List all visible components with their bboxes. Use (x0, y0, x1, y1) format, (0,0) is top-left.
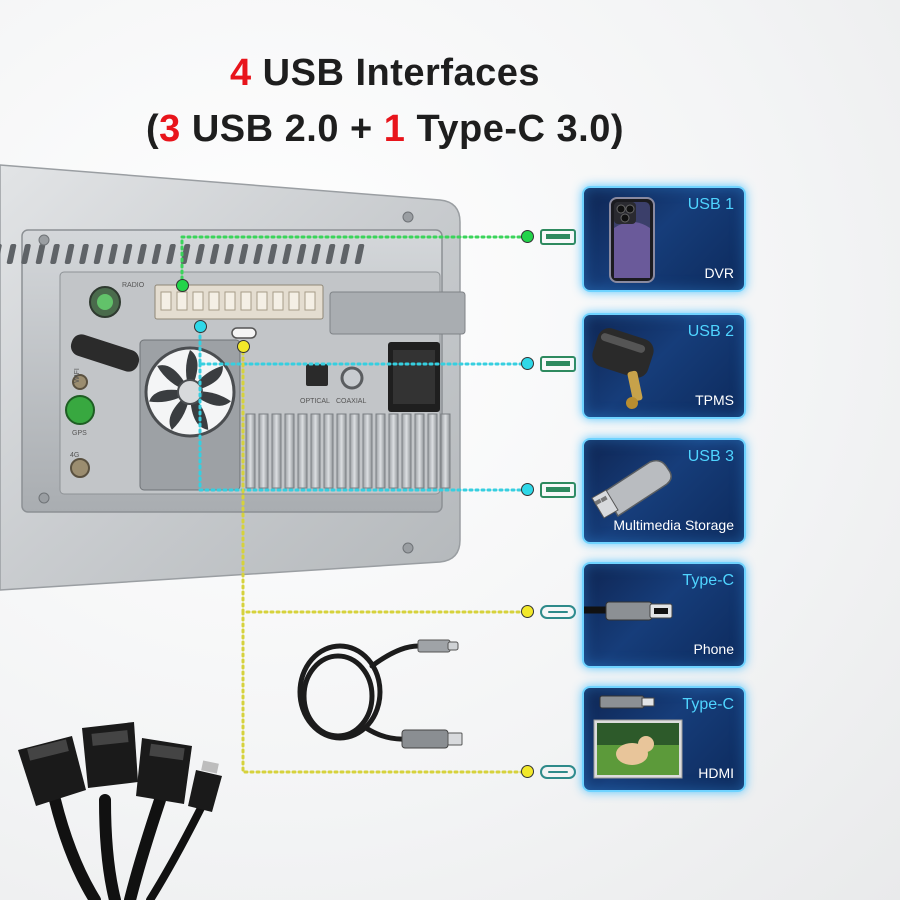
usb-female-connectors (18, 722, 222, 812)
title-text: USB Interfaces (251, 52, 541, 94)
usb2-end-dot (521, 357, 534, 370)
optical-label: OPTICAL (300, 398, 330, 405)
typec-hdmi-end-dot (521, 765, 534, 778)
card-title: USB 1 (687, 196, 734, 213)
usb-extension-harness (49, 794, 209, 900)
usb3-end-dot (521, 483, 534, 496)
card-label: Phone (693, 641, 734, 657)
card-typec-hdmi: Type-C HDMI (582, 686, 746, 792)
smartphone-icon (609, 197, 655, 283)
coaxial-label: COAXIAL (336, 398, 367, 405)
card-title: USB 3 (687, 448, 734, 465)
card-usb1-dvr: USB 1 DVR (582, 186, 746, 292)
radio-label: RADIO (122, 282, 145, 289)
title-typec-text: Type-C 3.0) (405, 108, 624, 150)
title-count: 4 (229, 52, 252, 94)
usb-a-port-icon (540, 482, 576, 498)
usb-a-port-icon (540, 356, 576, 372)
card-typec-phone: Type-C Phone (582, 562, 746, 668)
card-title: Type-C (682, 696, 734, 713)
title-line-2: (3 USB 2.0 + 1 Type-C 3.0) (0, 108, 770, 151)
usb-c-to-hdmi-cable (297, 643, 423, 742)
usb1-end-dot (521, 230, 534, 243)
4g-label: 4G (70, 452, 80, 459)
card-label: DVR (704, 265, 734, 281)
tpms-sensor-icon (592, 328, 654, 409)
title-usb2-text: USB 2.0 + (180, 108, 384, 150)
usb-flash-drive-icon (591, 459, 672, 519)
top-vents (0, 244, 365, 264)
usb-c-port-icon (540, 765, 576, 779)
usb-c-port-icon (540, 605, 576, 619)
wifi-label: WIFI (73, 368, 81, 383)
card-usb3-multimedia-storage: USB 3 Multimedia Storage (582, 438, 746, 544)
card-title: Type-C (682, 572, 734, 589)
usb2-origin-dot (194, 320, 207, 333)
hdmi-tv-icon (593, 695, 683, 779)
usb-c-plug-icon (584, 601, 673, 621)
gps-label: GPS (72, 430, 87, 437)
title-paren: ( (146, 108, 160, 150)
card-label: HDMI (698, 765, 734, 781)
card-label: Multimedia Storage (613, 517, 734, 533)
card-label: TPMS (695, 392, 734, 408)
usb-a-port-icon (540, 229, 576, 245)
usb1-origin-dot (176, 279, 189, 292)
usb2-count: 3 (159, 108, 181, 150)
title-line-1: 4 USB Interfaces (0, 52, 770, 95)
typec-phone-end-dot (521, 605, 534, 618)
typec-count: 1 (383, 108, 406, 150)
card-title: USB 2 (687, 323, 734, 340)
typec-origin-dot (237, 340, 250, 353)
card-usb2-tpms: USB 2 TPMS (582, 313, 746, 419)
